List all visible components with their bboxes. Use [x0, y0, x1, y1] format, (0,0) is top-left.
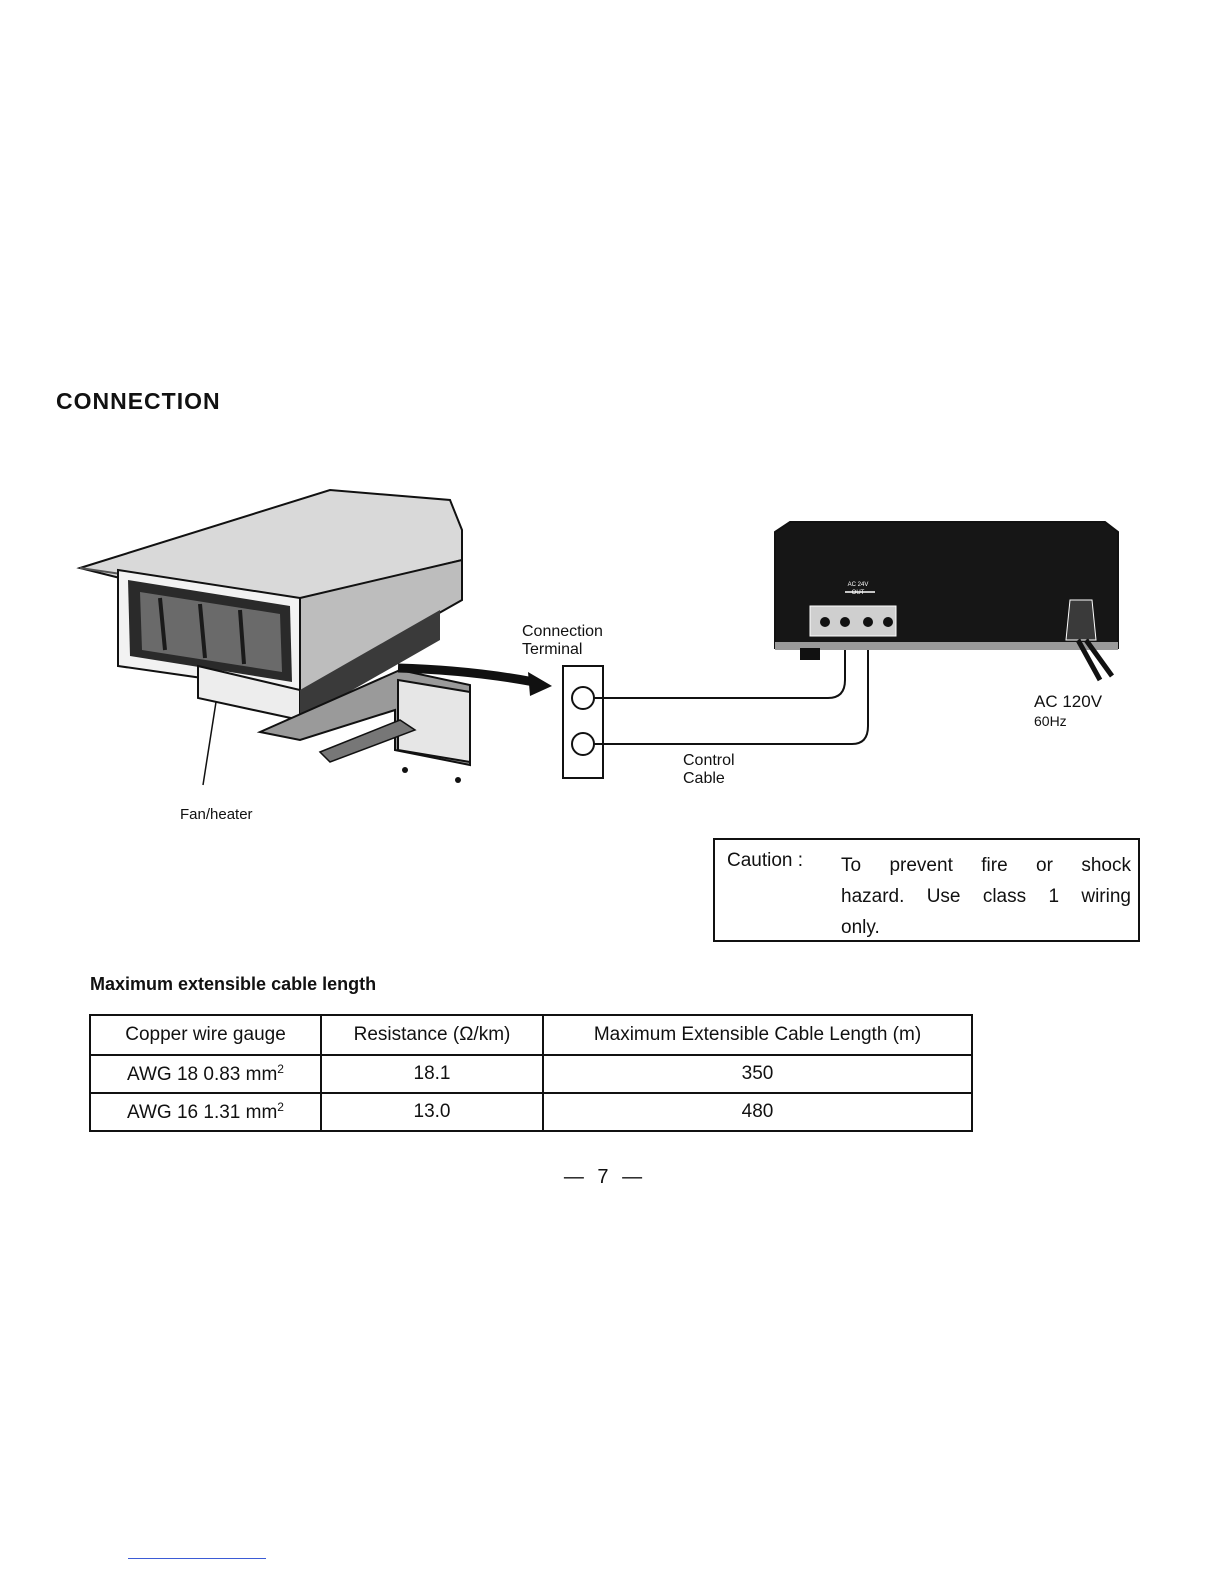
- connection-terminal-label: Connection Terminal: [522, 623, 603, 659]
- power-supply-unit: AC 24V OUT: [774, 521, 1119, 682]
- cell-resistance: 18.1: [320, 1054, 544, 1094]
- table-row: AWG 18 0.83 mm2 18.1 350: [89, 1054, 973, 1094]
- connection-terminal: [562, 665, 604, 779]
- header-resistance: Resistance (Ω/km): [320, 1014, 544, 1056]
- control-cable-label: Control Cable: [683, 752, 735, 788]
- cell-max-length: 480: [542, 1092, 973, 1132]
- connection-terminal-label-line2: Terminal: [522, 641, 583, 658]
- control-cable-label-line1: Control: [683, 752, 735, 769]
- caution-box: Caution : To prevent fire or shock hazar…: [713, 838, 1140, 942]
- panel-marking-1: AC 24V: [848, 582, 869, 588]
- gauge-superscript: 2: [277, 1100, 284, 1114]
- header-gauge: Copper wire gauge: [89, 1014, 322, 1056]
- section-title: CONNECTION: [56, 388, 221, 414]
- cell-gauge: AWG 16 1.31 mm2: [89, 1092, 322, 1132]
- ac-frequency-label: 60Hz: [1034, 713, 1067, 729]
- panel-marking-2: OUT: [852, 590, 865, 596]
- control-cable: [594, 630, 846, 699]
- caution-label: Caution :: [727, 850, 804, 871]
- header-max-length: Maximum Extensible Cable Length (m): [542, 1014, 973, 1056]
- arrow-to-terminal: [397, 663, 535, 687]
- connection-diagram: AC 24V OUT: [76, 488, 1119, 786]
- cable-table-title: Maximum extensible cable length: [90, 974, 377, 994]
- camera-housing-illustration: [76, 488, 471, 786]
- cable-length-table: Copper wire gauge Resistance (Ω/km) Maxi…: [89, 1014, 973, 1132]
- cell-max-length: 350: [542, 1054, 973, 1094]
- page-number: — 7 —: [563, 1166, 647, 1188]
- ac-voltage-label: AC 120V: [1034, 692, 1103, 711]
- cell-resistance: 13.0: [320, 1092, 544, 1132]
- control-cable-label-line2: Cable: [683, 770, 725, 787]
- caution-text: To prevent fire or shock hazard. Use cla…: [841, 855, 1131, 938]
- table-header-row: Copper wire gauge Resistance (Ω/km) Maxi…: [89, 1014, 973, 1056]
- connection-terminal-label-line1: Connection: [522, 623, 603, 640]
- footer-rule: [128, 1558, 266, 1559]
- gauge-text: AWG 18 0.83 mm: [127, 1064, 278, 1085]
- table-row: AWG 16 1.31 mm2 13.0 480: [89, 1092, 973, 1132]
- gauge-text: AWG 16 1.31 mm: [127, 1102, 278, 1123]
- fan-heater-label: Fan/heater: [180, 806, 253, 823]
- cell-gauge: AWG 18 0.83 mm2: [89, 1054, 322, 1094]
- gauge-superscript: 2: [277, 1062, 284, 1076]
